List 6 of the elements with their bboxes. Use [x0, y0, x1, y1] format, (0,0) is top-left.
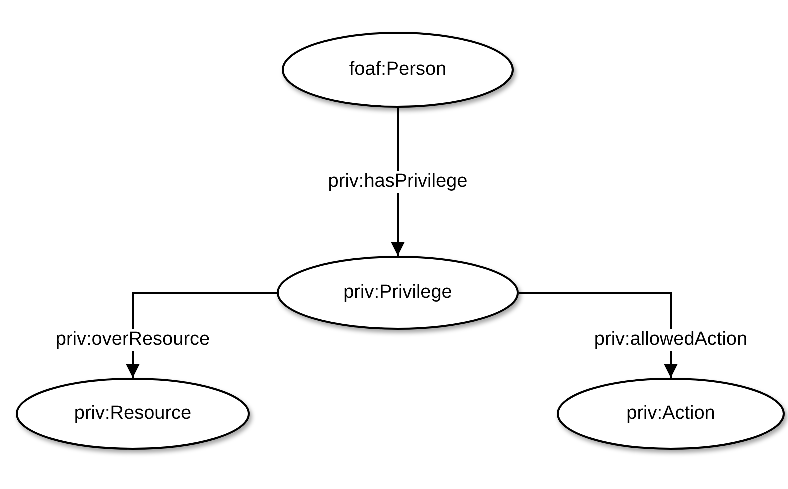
arrow [126, 292, 277, 378]
node-label: priv:Action [626, 403, 716, 425]
arrow [519, 292, 678, 378]
node-label: foaf:Person [349, 59, 447, 81]
node-label: priv:Resource [74, 403, 192, 425]
node-label: priv:Privilege [344, 282, 452, 304]
